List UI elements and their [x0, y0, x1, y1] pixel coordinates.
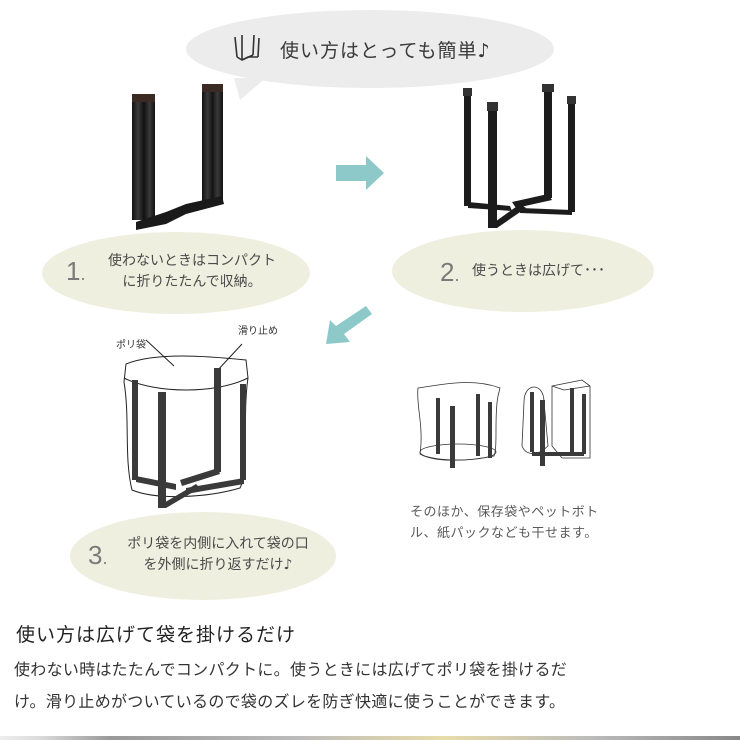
step-3-bubble [70, 512, 336, 600]
step-2-text: 使うときは広げて･･･ [472, 263, 605, 279]
stand-with-bag-image [123, 339, 249, 508]
step-3-text: ポリ袋を内側に入れて袋の口 を外側に折り返すだけ♪ [127, 536, 309, 573]
side-note: そのほか、保存袋やペットボト ル、紙パックなども干せます。 [410, 505, 599, 541]
step-1-bubble [42, 232, 310, 314]
speech-bubble-tail [225, 78, 267, 100]
step-1-number: 1. [66, 256, 86, 286]
other-uses-image [417, 379, 591, 468]
arrow-down-left-icon [326, 306, 372, 344]
label-grip: 滑り止め [238, 326, 278, 337]
step-2-number: 2. [440, 257, 460, 287]
step-3-number: 3. [88, 540, 108, 570]
arrow-right-icon [336, 156, 384, 190]
stand-icon [234, 34, 260, 61]
open-stand-image [463, 84, 576, 228]
step-1-text: 使わないときはコンパクト に折りたたんで収納。 [108, 253, 276, 290]
bottom-divider [0, 736, 740, 740]
description-text: 使わない時はたたんでコンパクトに。使うときには広げてポリ袋を掛けるだ け。滑り止… [14, 660, 568, 711]
folded-stand-image [132, 84, 224, 230]
speech-bubble [186, 10, 554, 88]
step-2-bubble [392, 230, 654, 312]
section-heading: 使い方は広げて袋を掛けるだけ [16, 624, 297, 646]
speech-bubble-title: 使い方はとっても簡単♪ [280, 40, 491, 62]
label-poly-bag: ポリ袋 [116, 340, 146, 351]
